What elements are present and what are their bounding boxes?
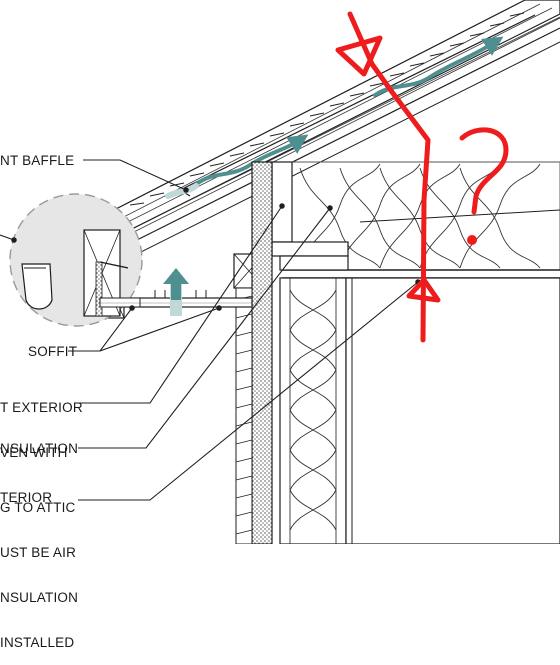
red-arrow-path	[347, 11, 431, 343]
soffit-label: SOFFIT	[28, 344, 78, 359]
top-plates	[233, 161, 349, 289]
red-arrowhead-bottom	[406, 277, 441, 303]
exterior-label: T EXTERIOR VEN WITH TERIOR	[0, 370, 83, 520]
attic-insulation	[291, 161, 560, 271]
red-arrowhead-top	[335, 35, 383, 77]
attic-label-line-2: UST BE AIR	[0, 545, 77, 560]
red-markup	[335, 11, 509, 343]
gutter-detail-circle	[9, 193, 143, 327]
exterior-label-line-1: T EXTERIOR	[0, 400, 83, 415]
attic-label-line-1: G TO ATTIC	[0, 500, 76, 515]
exterior-label-line-3: TERIOR	[0, 490, 53, 505]
roof-eave-section-diagram	[0, 0, 560, 545]
soffit-intake-arrow	[163, 268, 189, 316]
vent-baffle-label: NT BAFFLE	[0, 153, 75, 168]
shingle-marks	[129, 12, 525, 206]
insulation-label: NSULATION	[0, 441, 79, 456]
red-question-curve	[459, 127, 509, 215]
wall-assembly	[235, 161, 560, 545]
attic-label-line-4: INSTALLED	[0, 635, 75, 650]
attic-label-line-3: NSULATION	[0, 590, 79, 605]
roof-assembly	[109, 0, 560, 261]
red-question-dot	[467, 235, 477, 245]
exterior-label-line-2: VEN WITH	[0, 445, 68, 460]
attic-label: G TO ATTIC UST BE AIR NSULATION INSTALLE…	[0, 470, 78, 665]
leader-lines	[0, 159, 421, 501]
